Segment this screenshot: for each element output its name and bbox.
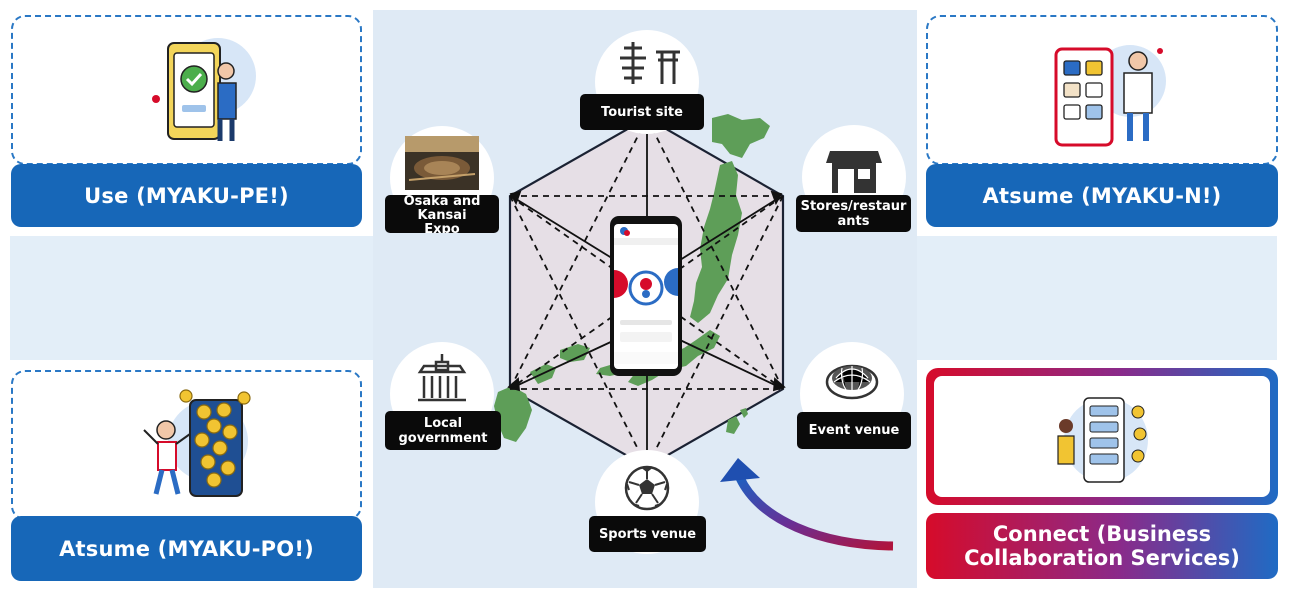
government-building-icon — [417, 354, 467, 402]
government-label: Local government — [385, 411, 501, 450]
sports-venue-label: Sports venue — [589, 516, 706, 552]
network-diagram — [494, 114, 894, 551]
business-network-illustration-icon — [1057, 397, 1148, 483]
app-collection-illustration-icon — [1054, 45, 1166, 147]
use-label: Use (MYAKU-PE!) — [11, 164, 362, 227]
connect-label-line1: Connect (Business — [992, 522, 1212, 546]
use-label-text: Use (MYAKU-PE!) — [84, 183, 289, 208]
stadium-dome-icon — [825, 364, 879, 400]
connect-label-line2: Collaboration Services) — [964, 546, 1240, 570]
connect-arrow — [735, 475, 894, 551]
smartphone-app-screen — [610, 216, 682, 376]
expo-venue-label: Osaka and Kansai Expo venue — [385, 195, 499, 233]
storefront-icon — [826, 151, 882, 193]
event-venue-label: Event venue — [797, 412, 911, 449]
pagoda-torii-icon — [620, 42, 680, 84]
expo-venue-photo-icon — [405, 136, 479, 190]
connect-label: Connect (Business Collaboration Services… — [926, 513, 1278, 579]
left-band — [10, 236, 374, 360]
atsume-po-label-text: Atsume (MYAKU-PO!) — [59, 536, 314, 561]
atsume-n-card — [926, 15, 1278, 165]
connect-card-inner — [934, 376, 1270, 497]
tourist-site-label: Tourist site — [580, 94, 704, 130]
right-band — [917, 236, 1277, 360]
atsume-po-card — [11, 370, 362, 520]
soccer-ball-icon — [624, 465, 670, 511]
atsume-po-label: Atsume (MYAKU-PO!) — [11, 516, 362, 581]
connect-card — [926, 368, 1278, 505]
payment-phone-illustration-icon — [152, 38, 256, 141]
atsume-n-label-text: Atsume (MYAKU-N!) — [982, 183, 1222, 208]
coin-points-illustration-icon — [143, 389, 251, 497]
connect-arrow-head — [720, 458, 760, 482]
use-card — [11, 15, 362, 165]
stores-label: Stores/restaurants — [796, 195, 911, 232]
atsume-n-label: Atsume (MYAKU-N!) — [926, 164, 1278, 227]
